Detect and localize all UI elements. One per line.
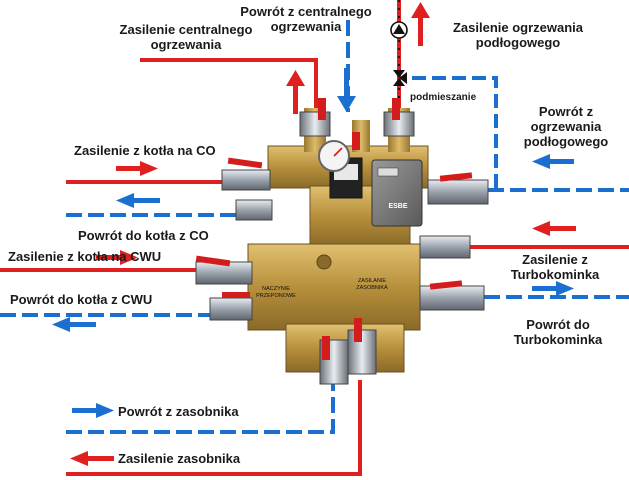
label-boiler-co-supply: Zasilenie z kotła na CO [74, 143, 216, 158]
arrow-left-icon [52, 317, 96, 332]
tank-label-line2: ZASOBNIKA [356, 285, 388, 291]
actuator-brand: ESBE [388, 203, 407, 210]
arrow-up-icon [286, 70, 305, 114]
manifold-device [195, 98, 489, 385]
arrow-up-icon [411, 2, 430, 46]
mixing-valve-icon [393, 70, 407, 86]
arrow-right-icon [116, 161, 158, 176]
label-turbo-return: Powrót do Turbokominka [513, 317, 603, 347]
arrow-left-icon [70, 451, 114, 466]
vessel-label-line2: PRZEPONOWE [256, 293, 296, 299]
co-supply-pipe [140, 58, 318, 110]
arrow-right-icon [72, 403, 114, 418]
label-co-supply: Zasilenie centralnego ogrzewania [119, 22, 253, 52]
label-tank-supply: Zasilenie zasobnika [118, 451, 241, 466]
tank-label-line1: ZASILANIE [358, 278, 386, 284]
tank-supply-pipe [66, 380, 362, 476]
flow-arrows [52, 2, 576, 466]
tank-return-pipe [66, 380, 335, 434]
label-floor-return: Powrót z ogrzewania podłogowego [523, 104, 609, 149]
pump-icon [390, 21, 408, 39]
vessel-label-line1: NACZYNIE [262, 286, 290, 292]
label-mixing: podmieszanie [410, 92, 477, 103]
label-boiler-co-return: Powrót do kotła z CO [78, 228, 209, 243]
arrow-down-icon [337, 68, 356, 112]
arrow-right-icon [532, 154, 574, 169]
label-boiler-cwu-supply: Zasilenie z kotła na CWU [8, 249, 162, 264]
label-tank-return: Powrót z zasobnika [118, 404, 239, 419]
label-boiler-cwu-return: Powrót do kotła z CWU [10, 292, 153, 307]
arrow-right-icon [96, 250, 138, 265]
label-co-return: Powrót z centralnego ogrzewania [240, 4, 372, 34]
arrow-left-icon [532, 221, 576, 236]
label-turbo-supply: Zasilenie z Turbokominka [510, 252, 600, 282]
arrow-left-icon [116, 193, 160, 208]
arrow-right-icon [532, 281, 574, 296]
valve-handle-icon [195, 98, 473, 360]
label-floor-supply: Zasilenie ogrzewania podłogowego [452, 20, 584, 50]
